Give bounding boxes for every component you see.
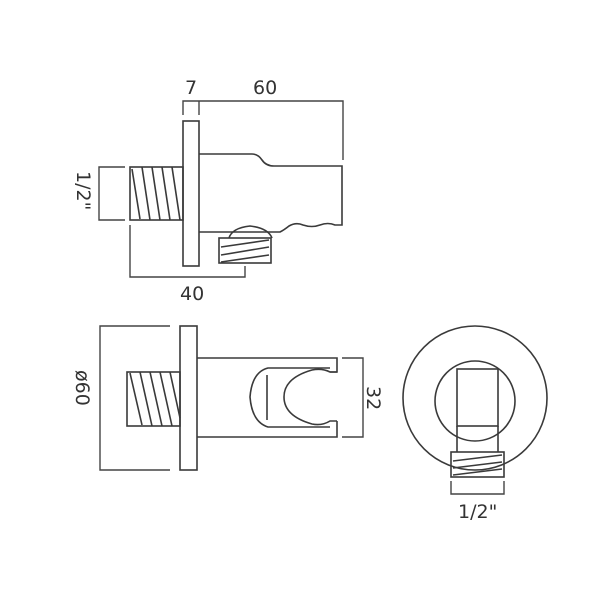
dimension-half-inch-side [98,166,125,221]
cradle-inner [283,368,337,426]
holder-body-side [199,153,343,233]
outlet-thread-end [450,451,505,478]
end-thread-hatching [452,454,503,476]
outlet-thread-side [218,237,272,264]
front-view: ø60 32 [71,325,384,471]
body-circle [434,360,516,442]
front-thread-hatching [129,371,181,427]
dimension-end-half-inch-label: 1/2" [458,501,497,523]
dimension-diameter-line [99,325,170,471]
cradle-outer [249,367,330,428]
dimension-7-label: 7 [185,77,197,99]
dimension-60-label: 60 [253,77,277,99]
thread-hatching [131,166,181,221]
dimension-40-line [129,225,246,278]
dimension-end-half-inch-line [450,481,505,495]
outlet-hatching [220,239,270,263]
dimension-32-label: 32 [362,386,384,410]
outlet-dome [228,225,273,239]
body-square [456,368,499,427]
dimension-half-inch-label: 1/2" [72,171,94,210]
wall-plate-circle [402,325,548,471]
dimension-diameter-label: ø60 [71,370,93,406]
dimension-line-top [182,100,344,160]
end-view: 1/2" [402,325,548,523]
dimension-32-line [342,357,364,438]
inlet-thread-side [129,166,184,221]
outlet-stem [456,426,499,452]
inlet-thread-front [126,371,181,427]
side-view: 7 60 1/2" 40 [72,77,344,305]
wall-plate-side [182,120,200,267]
wall-plate-front [179,325,198,471]
dimension-40-label: 40 [180,283,204,305]
